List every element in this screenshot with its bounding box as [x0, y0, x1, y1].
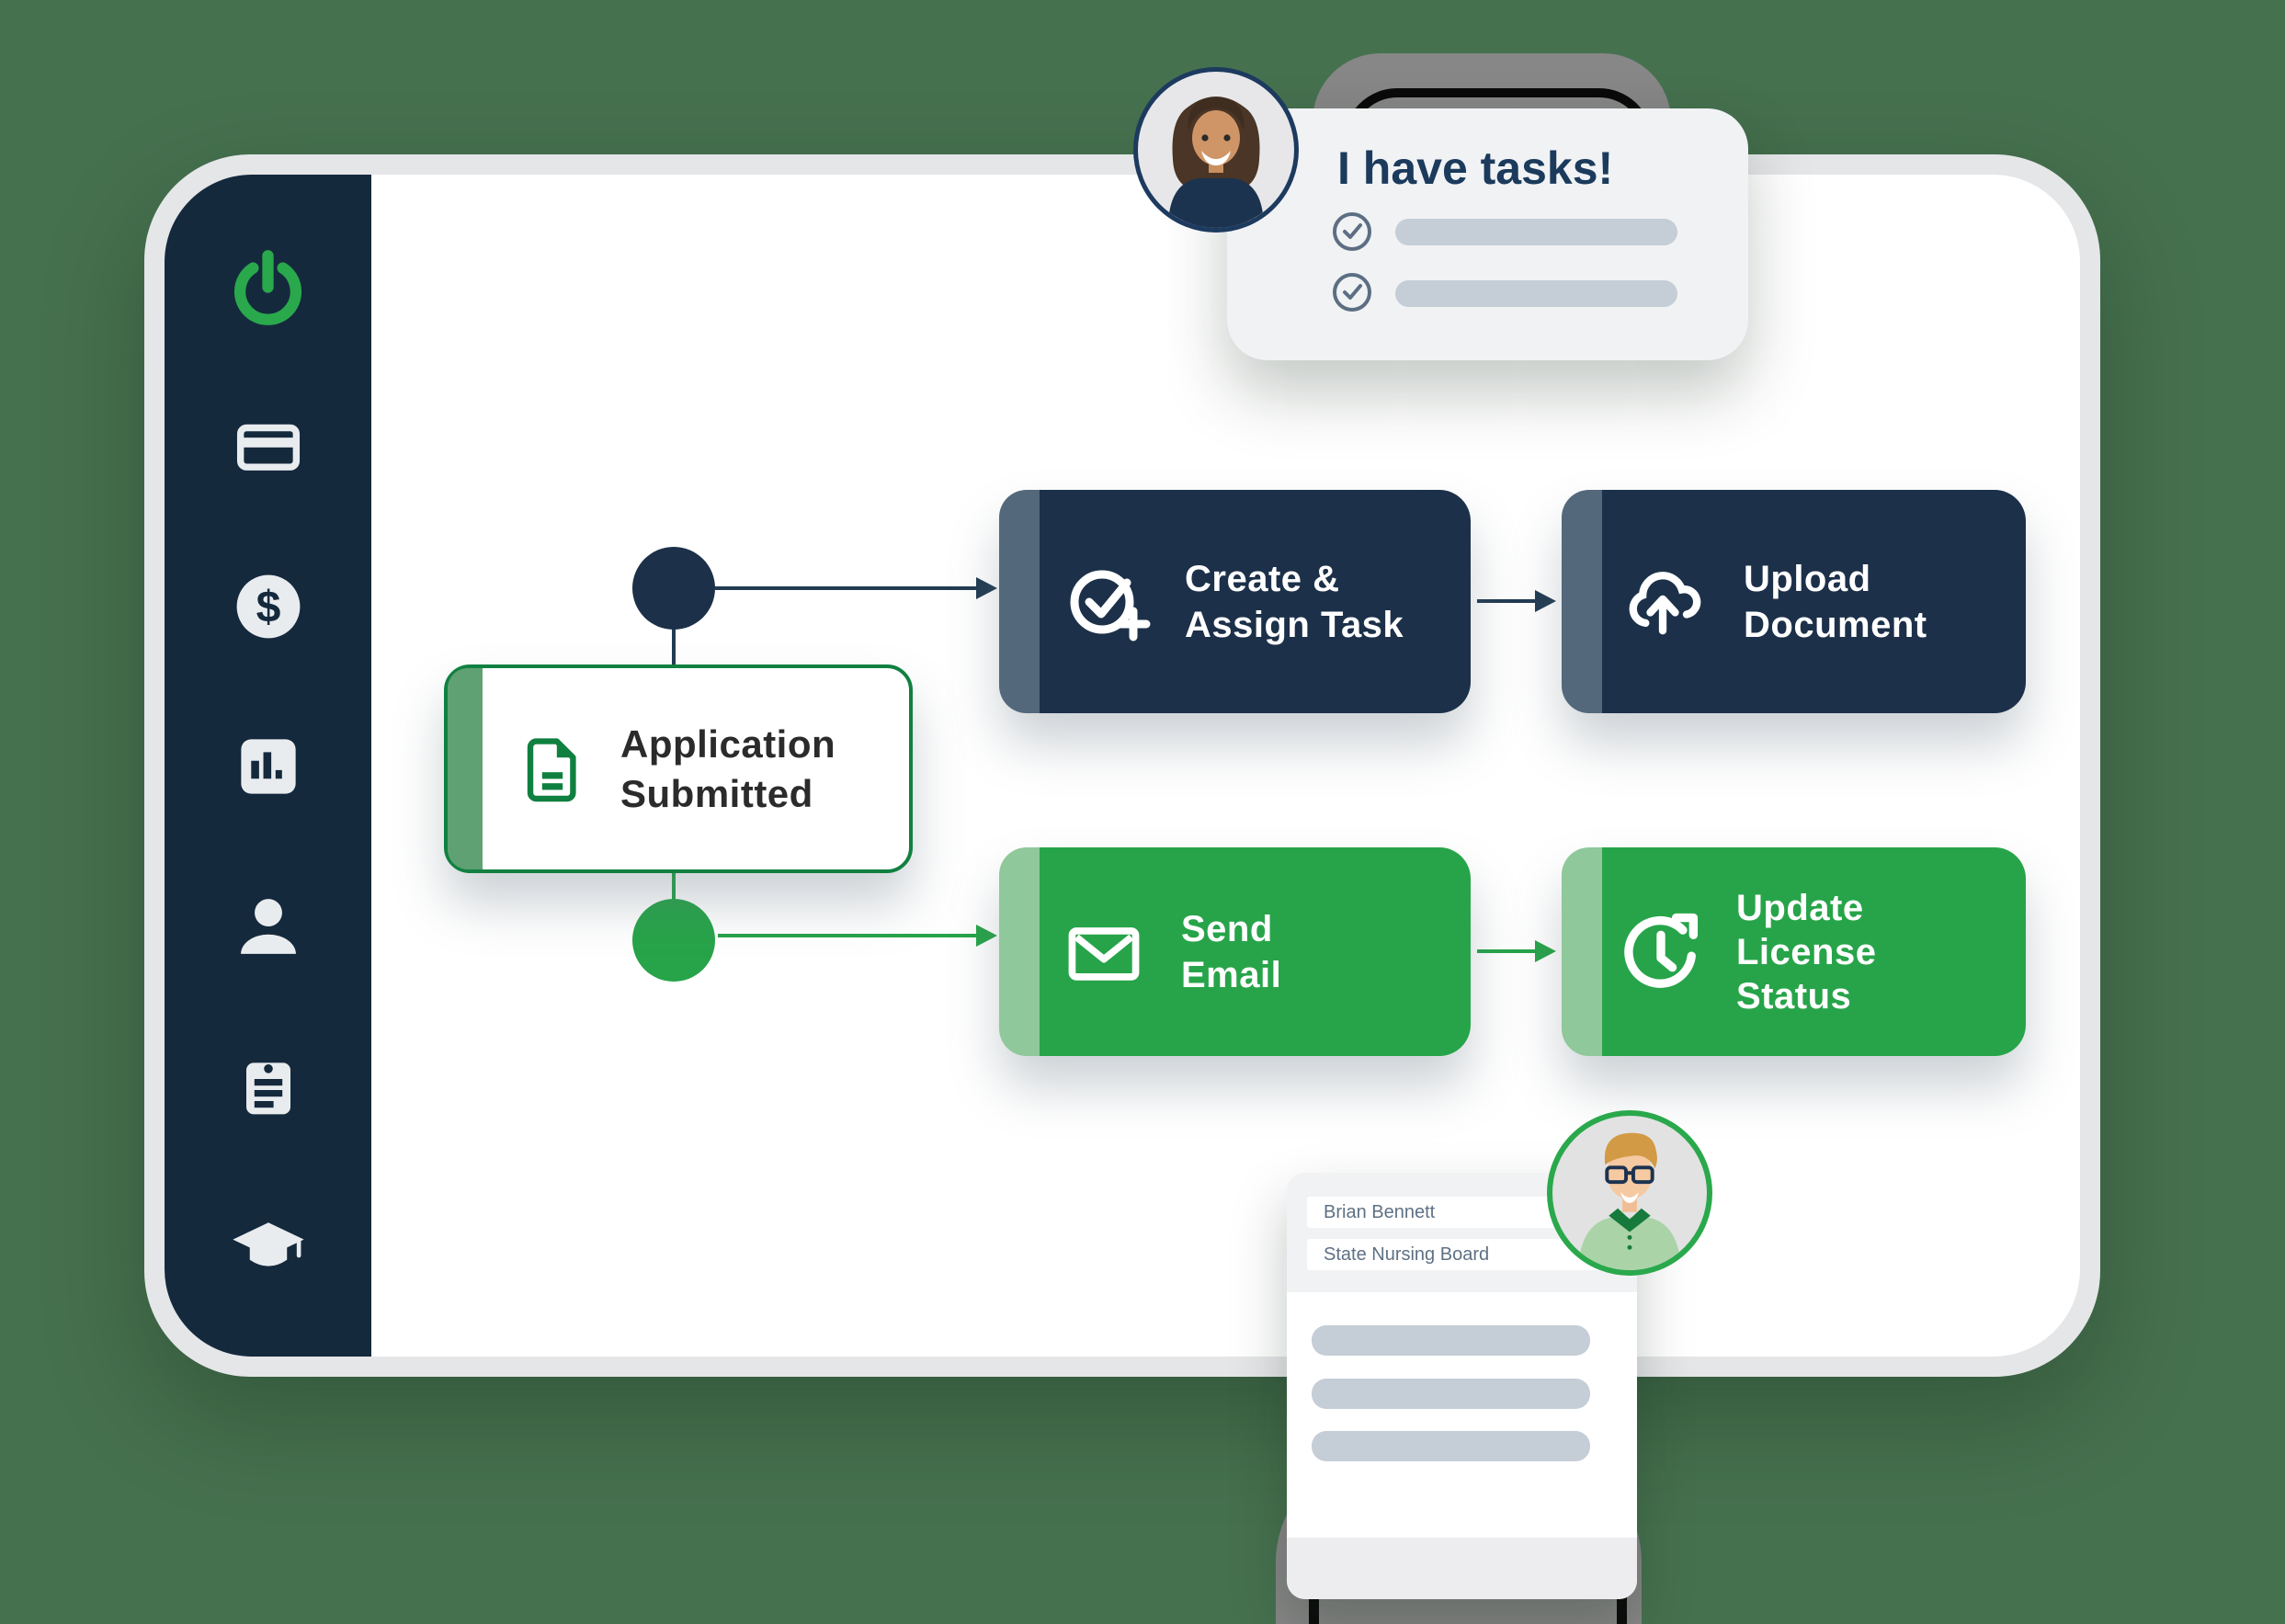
clipboard-icon: [232, 1050, 305, 1123]
form-placeholder-bar: [1312, 1431, 1590, 1461]
man-illustration: [1577, 1132, 1682, 1270]
start-dot-green: [632, 899, 715, 982]
email-icon: [1060, 908, 1148, 996]
woman-illustration: [1168, 97, 1264, 228]
sidebar-item-tasks[interactable]: [165, 1042, 371, 1130]
check-circle-icon[interactable]: [1332, 272, 1372, 312]
sidebar-item-education[interactable]: [165, 1202, 371, 1290]
node-accent-band: [999, 490, 1040, 713]
node-accent-band: [999, 847, 1040, 1056]
node-label-line: Application: [620, 721, 836, 766]
node-accent-band: [448, 668, 483, 869]
dollar-icon: $: [229, 567, 308, 646]
bar-chart-icon: [233, 731, 304, 802]
task-placeholder-bar: [1395, 280, 1677, 307]
form-body: [1287, 1292, 1637, 1538]
node-label-line: Document: [1744, 604, 1927, 645]
node-accent-band: [1562, 847, 1602, 1056]
flow-node-create-assign-task[interactable]: Create & Assign Task: [999, 490, 1471, 713]
sidebar: $: [165, 175, 371, 1357]
svg-text:$: $: [256, 582, 280, 631]
tasks-title: I have tasks!: [1337, 142, 1614, 194]
node-label-line: Update: [1736, 887, 1864, 928]
flow-node-update-license-status[interactable]: Update License Status: [1562, 847, 2026, 1056]
node-label-line: Assign Task: [1185, 604, 1404, 645]
avatar-woman: [1133, 67, 1299, 233]
form-placeholder-bar: [1312, 1379, 1590, 1409]
form-footer: [1287, 1538, 1637, 1599]
check-circle-icon[interactable]: [1332, 211, 1372, 252]
node-label-line: Upload: [1744, 558, 1871, 599]
sidebar-item-power[interactable]: [165, 243, 371, 331]
document-icon: [516, 733, 589, 806]
node-label-line: License: [1736, 931, 1877, 972]
graduation-cap-icon: [226, 1204, 311, 1289]
task-placeholder-bar: [1395, 219, 1677, 245]
avatar-man: [1547, 1110, 1712, 1276]
sidebar-item-people[interactable]: [165, 882, 371, 971]
app-window: $: [144, 154, 2100, 1377]
sidebar-item-reports[interactable]: [165, 722, 371, 811]
tasks-popup-card: I have tasks!: [1227, 108, 1748, 360]
sidebar-item-billing[interactable]: [165, 403, 371, 491]
flow-node-application-submitted[interactable]: Application Submitted: [444, 664, 913, 873]
flow-connectors: [672, 577, 1556, 962]
node-label-line: Send: [1181, 908, 1273, 949]
node-accent-band: [1562, 490, 1602, 713]
node-label-line: Email: [1181, 954, 1282, 995]
person-icon: [228, 886, 309, 967]
check-plus-icon: [1060, 556, 1152, 648]
node-label-line: Create &: [1185, 558, 1340, 599]
flow-node-upload-document[interactable]: Upload Document: [1562, 490, 2026, 713]
node-label-line: Status: [1736, 975, 1852, 1016]
sidebar-item-payments[interactable]: $: [165, 562, 371, 651]
cloud-upload-icon: [1615, 554, 1711, 650]
start-dot-navy: [632, 547, 715, 630]
flow-node-send-email[interactable]: Send Email: [999, 847, 1471, 1056]
node-label-line: Submitted: [620, 771, 813, 815]
form-placeholder-bar: [1312, 1325, 1590, 1356]
power-icon: [224, 244, 312, 331]
credit-card-icon: [231, 409, 306, 484]
clock-refresh-icon: [1613, 904, 1709, 1000]
